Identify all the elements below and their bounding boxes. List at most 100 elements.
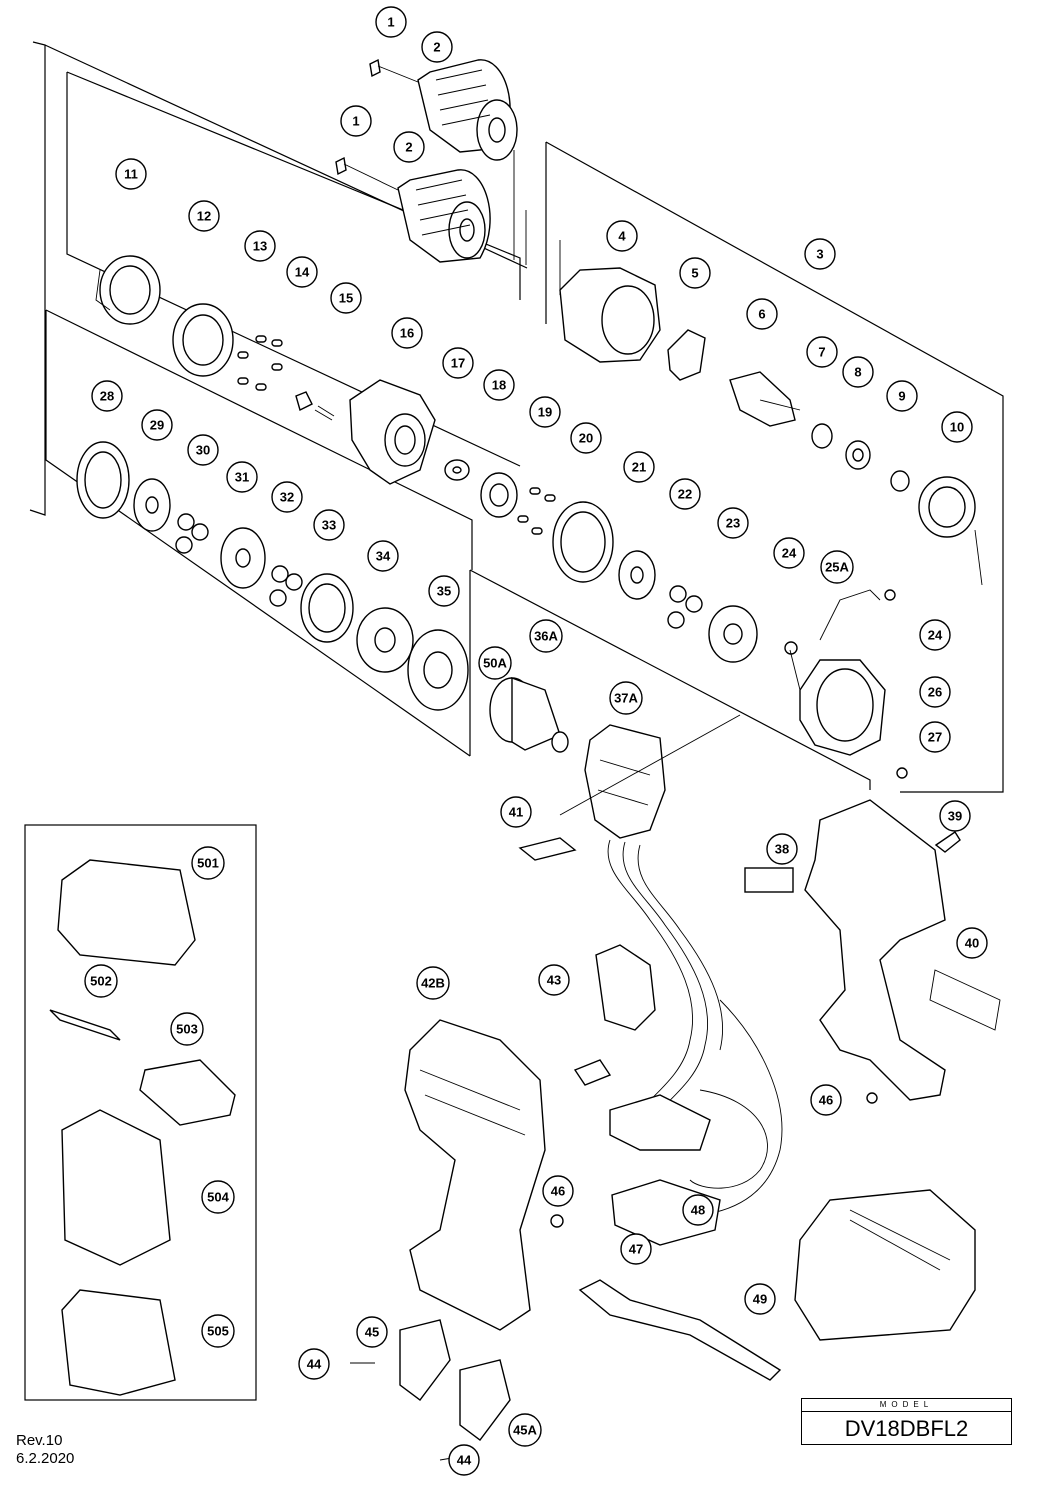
callout-47: 47	[620, 1233, 652, 1265]
callout-label: 41	[509, 805, 523, 820]
callout-28: 28	[91, 380, 123, 412]
callout-circle	[766, 833, 798, 865]
callout-circle	[956, 927, 988, 959]
callout-circle	[623, 451, 655, 483]
callout-circle	[746, 298, 778, 330]
driver-bit	[49, 1009, 121, 1041]
charger	[57, 859, 196, 966]
callout-circle	[773, 537, 805, 569]
callout-label: 8	[854, 365, 861, 380]
wiring-and-switch	[518, 714, 783, 1381]
callout-32: 32	[271, 481, 303, 513]
callout-label: 1	[352, 114, 359, 129]
callout-35: 35	[428, 575, 460, 607]
callout-24: 24	[919, 619, 951, 651]
callout-17: 17	[442, 347, 474, 379]
callout-circle	[542, 1175, 574, 1207]
callout-24: 24	[773, 537, 805, 569]
callout-label: 30	[196, 443, 210, 458]
callout-46: 46	[542, 1175, 574, 1207]
callout-circle	[340, 105, 372, 137]
callout-label: 26	[928, 685, 942, 700]
callout-38: 38	[766, 833, 798, 865]
tool-bag	[61, 1289, 176, 1396]
callout-circle	[806, 336, 838, 368]
callout-circle	[416, 966, 450, 1000]
callout-label: 22	[678, 487, 692, 502]
callout-23: 23	[717, 507, 749, 539]
callout-label: 501	[197, 856, 219, 871]
group-frames	[29, 41, 1004, 793]
housing-right	[744, 799, 1001, 1104]
callout-label: 19	[538, 405, 552, 420]
callout-2: 2	[393, 131, 425, 163]
callout-circle	[886, 380, 918, 412]
callout-label: 9	[898, 389, 905, 404]
callout-circle	[842, 356, 874, 388]
callout-label: 40	[965, 936, 979, 951]
callout-label: 5	[691, 266, 698, 281]
battery-pack	[794, 1189, 976, 1341]
callout-13: 13	[244, 230, 276, 262]
callout-circle	[941, 411, 973, 443]
callout-label: 16	[400, 326, 414, 341]
gear-parts-row	[76, 441, 469, 711]
callout-label: 24	[782, 546, 797, 561]
revision-block: Rev.10 6.2.2020	[16, 1432, 74, 1468]
callout-circle	[500, 796, 532, 828]
callout-circle	[508, 1413, 542, 1447]
clutch-parts-row	[95, 255, 556, 535]
callout-label: 15	[339, 291, 353, 306]
callout-circle	[939, 800, 971, 832]
callout-50A: 50A	[478, 646, 512, 680]
callout-circle	[187, 434, 219, 466]
callout-circle	[448, 1444, 480, 1476]
callout-circle	[170, 1012, 204, 1046]
callout-46: 46	[810, 1084, 842, 1116]
callout-circle	[919, 721, 951, 753]
model-box: MODEL DV18DBFL2	[801, 1398, 1012, 1445]
callout-19: 19	[529, 396, 561, 428]
callout-label: 45A	[513, 1423, 537, 1438]
callout-circle	[442, 347, 474, 379]
callout-circle	[84, 964, 118, 998]
callout-502: 502	[84, 964, 118, 998]
callout-27: 27	[919, 721, 951, 753]
carrying-case	[61, 1109, 171, 1266]
callout-34: 34	[367, 540, 399, 572]
callout-label: 32	[280, 490, 294, 505]
callout-label: 504	[207, 1190, 229, 1205]
callout-36A: 36A	[529, 619, 563, 653]
callout-circle	[529, 396, 561, 428]
callout-26: 26	[919, 676, 951, 708]
callout-25A: 25A	[820, 550, 854, 584]
callout-label: 46	[551, 1184, 565, 1199]
callout-label: 31	[235, 470, 249, 485]
callout-circle	[244, 230, 276, 262]
callout-45: 45	[356, 1316, 388, 1348]
callout-circle	[620, 1233, 652, 1265]
callout-label: 4	[618, 229, 626, 244]
callout-label: 3	[816, 247, 823, 262]
callout-41: 41	[500, 796, 532, 828]
callout-3: 3	[804, 238, 836, 270]
callout-label: 34	[376, 549, 391, 564]
callout-circle	[529, 619, 563, 653]
callout-circle	[483, 369, 515, 401]
callout-circle	[201, 1180, 235, 1214]
housing-left	[404, 1019, 564, 1331]
callout-label: 17	[451, 356, 465, 371]
callout-circle	[375, 6, 407, 38]
callout-label: 50A	[483, 656, 507, 671]
callout-44: 44	[448, 1444, 480, 1476]
callout-label: 1	[387, 15, 394, 30]
callout-circle	[298, 1348, 330, 1380]
callout-label: 6	[758, 307, 765, 322]
callout-label: 23	[726, 516, 740, 531]
callout-15: 15	[330, 282, 362, 314]
callout-circle	[393, 131, 425, 163]
callout-33: 33	[313, 509, 345, 541]
callout-circle	[682, 1194, 714, 1226]
callout-31: 31	[226, 461, 258, 493]
